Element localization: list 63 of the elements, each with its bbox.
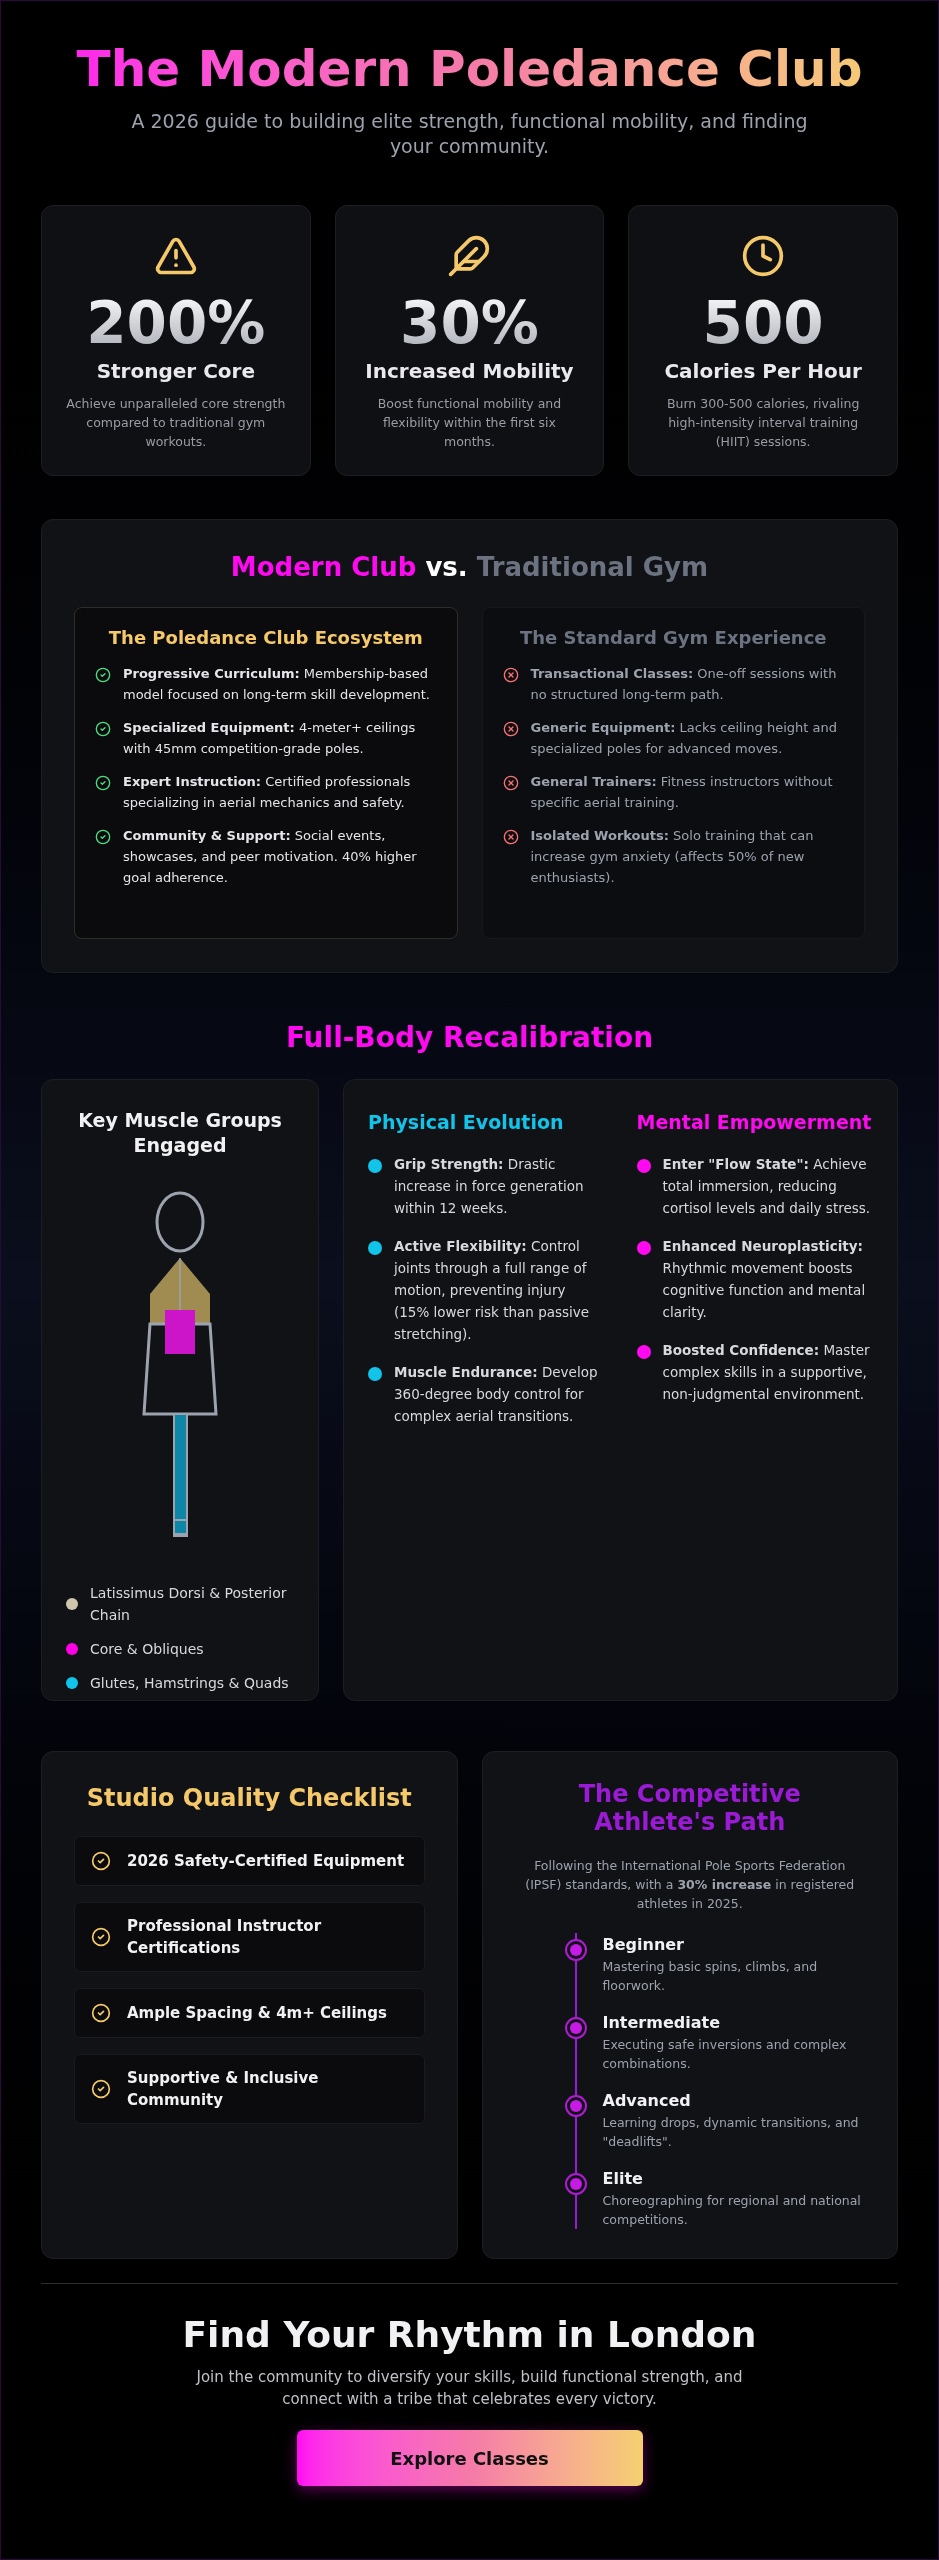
comparison-box bbox=[481, 607, 865, 939]
list-item-text: Enter "Flow State": Achieve total immersion, reducing cortisol levels and daily stress. bbox=[662, 1154, 872, 1218]
list-item-text: Muscle Endurance: Develop 360-degree body control for complex aerial transitions. bbox=[394, 1362, 599, 1426]
legend-text: Glutes, Hamstrings & Quads bbox=[90, 1674, 289, 1693]
checklist-text: Ample Spacing & 4m+ Ceilings bbox=[127, 2003, 387, 2024]
list-item-text: Community & Support: Social events, showcases, and peer motivation. 40% higher goal adherence. bbox=[123, 827, 418, 887]
stat-card bbox=[334, 205, 605, 476]
card-heading: Key Muscle Groups Engaged bbox=[77, 1108, 283, 1158]
column-heading: Mental Empowerment bbox=[636, 1110, 873, 1135]
subtitle: A 2026 guide to building elite strength, functional mobility, and finding your community. bbox=[130, 109, 809, 159]
footer-heading: Find Your Rhythm in London bbox=[181, 2313, 758, 2357]
box-heading: The Poledance Club Ecosystem bbox=[107, 626, 424, 650]
step-description: Learning drops, dynamic transitions, and "deadlifts". bbox=[602, 2114, 860, 2151]
checklist-card bbox=[41, 1751, 458, 2259]
step-title: Advanced bbox=[602, 2090, 692, 2112]
step-description: Mastering basic spins, climbs, and floorwork. bbox=[602, 1958, 819, 1995]
stat-description: Boost functional mobility and flexibility within the first six months. bbox=[376, 395, 563, 451]
athlete-path-card bbox=[481, 1751, 898, 2259]
list-item-text: Grip Strength: Drastic increase in force generation within 12 weeks. bbox=[394, 1154, 585, 1218]
list-item-text: General Trainers: Fitness instructors without specific aerial training. bbox=[530, 773, 834, 812]
checklist-item bbox=[74, 1988, 425, 2038]
step-description: Choreographing for regional and national competitions. bbox=[602, 2192, 862, 2229]
stat-card bbox=[41, 205, 311, 476]
step-title: Beginner bbox=[602, 1934, 685, 1956]
cta-button: Explore Classes bbox=[296, 2430, 643, 2486]
checklist-text: Supportive & Inclusive Community bbox=[127, 2068, 320, 2111]
stat-title: Calories Per Hour bbox=[664, 358, 862, 385]
list-item-text: Expert Instruction: Certified professionals specializing in aerial mechanics and safety. bbox=[123, 773, 412, 812]
comparison-box bbox=[74, 607, 458, 939]
stat-description: Burn 300-500 calories, rivaling high-intensity interval training (HIIT) sessions. bbox=[665, 395, 861, 451]
stat-title: Increased Mobility bbox=[365, 358, 574, 385]
list-item-text: Active Flexibility: Control joints through a full range of motion, preventing injury (15% lower risk than passive stretching). bbox=[394, 1236, 591, 1344]
checklist-item bbox=[74, 2054, 425, 2124]
list-item-text: Boosted Confidence: Master complex skills in a supportive, non-judgmental environment. bbox=[662, 1340, 871, 1404]
panel-heading: Modern Club vs. Traditional Gym bbox=[229, 551, 710, 584]
checklist-item bbox=[74, 1836, 425, 1886]
list-item-text: Progressive Curriculum: Membership-based model focused on long-term skill development. bbox=[123, 665, 431, 704]
checklist-text: 2026 Safety-Certified Equipment bbox=[127, 1851, 405, 1872]
checklist-text: Professional Instructor Certifications bbox=[127, 1916, 323, 1959]
list-item-text: Enhanced Neuroplasticity: Rhythmic movement boosts cognitive function and mental clarity. bbox=[662, 1236, 867, 1322]
legend-text: Core & Obliques bbox=[90, 1640, 204, 1659]
list-item-text: Transactional Classes: One-off sessions with no structured long-term path. bbox=[530, 665, 838, 704]
box-heading: The Standard Gym Experience bbox=[518, 626, 828, 650]
step-description: Executing safe inversions and complex combinations. bbox=[602, 2036, 848, 2073]
stat-description: Achieve unparalleled core strength compared to traditional gym workouts. bbox=[66, 395, 286, 451]
card-heading: Studio Quality Checklist bbox=[85, 1783, 413, 1814]
footer-text: Join the community to diversify your skills, build functional strength, and connect with a tribe that celebrates every victory. bbox=[194, 2367, 744, 2410]
stat-card bbox=[628, 205, 898, 476]
card-heading: The Competitive Athlete's Path bbox=[577, 1780, 802, 1836]
list-item-text: Generic Equipment: Lacks ceiling height and specialized poles for advanced moves. bbox=[530, 719, 838, 758]
comparison-panel bbox=[41, 519, 898, 973]
checklist-item bbox=[74, 1902, 425, 1972]
benefits-panel bbox=[343, 1079, 898, 1701]
list-item-text: Isolated Workouts: Solo training that can increase gym anxiety (affects 50% of new enthusiasts). bbox=[530, 827, 815, 887]
stat-title: Stronger Core bbox=[96, 358, 255, 385]
list-item-text: Specialized Equipment: 4-meter+ ceilings with 45mm competition-grade poles. bbox=[123, 719, 417, 758]
section-heading: Full-Body Recalibration bbox=[284, 1020, 655, 1056]
step-title: Intermediate bbox=[602, 2012, 721, 2034]
muscle-card bbox=[41, 1079, 319, 1701]
column-heading: Physical Evolution bbox=[368, 1110, 565, 1135]
intro-text: Following the International Pole Sports Federation (IPSF) standards, with a 30% increase in registered athletes in 2025. bbox=[524, 1857, 856, 1913]
legend-text: Latissimus Dorsi & Posterior Chain bbox=[90, 1584, 288, 1625]
step-title: Elite bbox=[602, 2168, 644, 2190]
